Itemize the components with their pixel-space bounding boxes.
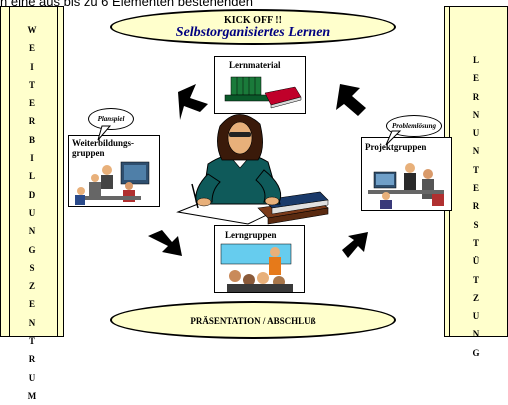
project-team-icon (368, 163, 444, 209)
left-bar-letter: Z (28, 281, 35, 292)
woman-writing-illustration (176, 114, 329, 225)
left-bar-letter: W (27, 25, 37, 35)
weiterbildungsgruppen-box: Weiterbildungs- gruppen (68, 135, 160, 207)
right-bar-letter: L (472, 55, 479, 65)
left-bar-letter: I (30, 61, 34, 72)
meeting-people-icon (75, 161, 150, 205)
right-bar-letter: T (472, 237, 479, 248)
left-bar-letter: R (28, 116, 36, 127)
right-bar-letter: S (473, 219, 479, 230)
selbstorganisiertes-lernen-label: Selbstorganisiertes Lernen (175, 25, 331, 40)
left-bar-letter: E (28, 299, 35, 310)
planspiel-callout: Planspiel (88, 108, 134, 130)
left-bar-letter: E (28, 98, 35, 109)
weiterbildungsgruppen-label: Weiterbildungs- gruppen (72, 138, 135, 158)
left-bar-letter: E (28, 43, 35, 54)
projektgruppen-box: Projektgruppen (361, 137, 452, 211)
left-bar-divider (57, 7, 58, 336)
left-bar-letter: R (28, 354, 36, 365)
right-bar-letter: E (472, 183, 479, 194)
kick-off-label: KICK OFF !! (224, 15, 282, 26)
left-bar-letter: U (28, 207, 36, 218)
left-bar-letter: S (29, 262, 35, 273)
lernmaterial-box: Lernmaterial (214, 56, 306, 114)
left-bar-letter: M (27, 390, 37, 401)
cycle-arrows (148, 84, 368, 258)
right-bar-letter: R (472, 201, 480, 212)
right-bar-letter: E (472, 73, 479, 84)
right-bar-letter: G (472, 347, 480, 358)
arrow-icon (148, 230, 182, 256)
right-bar-letter: N (472, 146, 480, 157)
arrow-icon (178, 84, 208, 120)
left-bar-letter: L (28, 171, 35, 182)
lernmaterial-label: Lernmaterial (229, 60, 281, 70)
right-bar-letter: R (472, 91, 480, 102)
problemloesung-callout-tail (385, 130, 402, 146)
right-bar-letter: N (472, 109, 480, 120)
praesentation-label: PRÄSENTATION / ABSCHLUß (190, 316, 316, 326)
lerngruppen-label: Lerngruppen (225, 230, 277, 240)
praesentation-ellipse: PRÄSENTATION / ABSCHLUß (110, 301, 396, 339)
right-bar-letter: T (472, 164, 479, 175)
left-bar-letter: B (28, 134, 35, 145)
left-bar-letter: N (28, 317, 36, 328)
right-bar-letter: U (472, 128, 480, 139)
left-bar-letter: U (28, 372, 36, 383)
classroom-icon (220, 243, 293, 292)
right-bar-letter: U (472, 311, 480, 322)
right-bar-letter: T (472, 274, 479, 285)
arrow-icon (336, 84, 366, 116)
right-bar-letter: N (472, 329, 480, 340)
left-bar-divider (9, 7, 10, 336)
left-bar-letter: N (28, 226, 36, 237)
books-icon (224, 76, 302, 109)
kick-off-ellipse: KICK OFF !! Selbstorganisiertes Lernen (110, 9, 396, 45)
left-bar-letter: D (28, 189, 36, 200)
top-caption-text: n eine aus bis zu 6 Elementen bestehende… (0, 0, 253, 9)
planspiel-callout-tail (97, 125, 112, 141)
left-bar-letter: G (28, 244, 36, 255)
left-bar-letter: T (28, 79, 35, 90)
left-bar-letter: I (30, 153, 34, 164)
right-bar-letter: Z (472, 292, 479, 303)
lerngruppen-box: Lerngruppen (214, 225, 305, 293)
projektgruppen-label: Projektgruppen (365, 142, 427, 152)
right-bar-letter: Ü (472, 256, 480, 267)
arrow-icon (342, 232, 368, 258)
